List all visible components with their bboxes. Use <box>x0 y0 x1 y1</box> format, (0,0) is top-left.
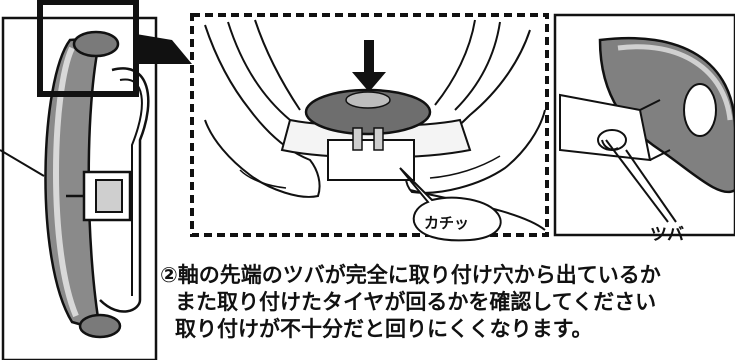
instruction-line-3: 取り付けが不十分だと回りにくくなります。 <box>175 317 593 341</box>
instruction-line-2: また取り付けたタイヤが回るかを確認してください <box>175 290 657 314</box>
instruction-line-1: ②軸の先端のツバが完全に取り付け穴から出ているか <box>160 263 661 287</box>
click-sound-label: カチッ <box>424 214 469 232</box>
flange-label: ツバ <box>650 225 684 245</box>
click-sound-bubble <box>399 167 502 242</box>
install-detail-illustration: カチッ <box>190 13 549 242</box>
flange-detail-illustration: ツバ <box>553 13 735 245</box>
zoom-pointer <box>136 34 192 64</box>
down-arrow-icon <box>352 72 386 92</box>
instruction-caption: ②軸の先端のツバが完全に取り付け穴から出ているか また取り付けたタイヤが回るかを… <box>160 262 735 343</box>
wheel-assembly-illustration <box>0 0 192 360</box>
